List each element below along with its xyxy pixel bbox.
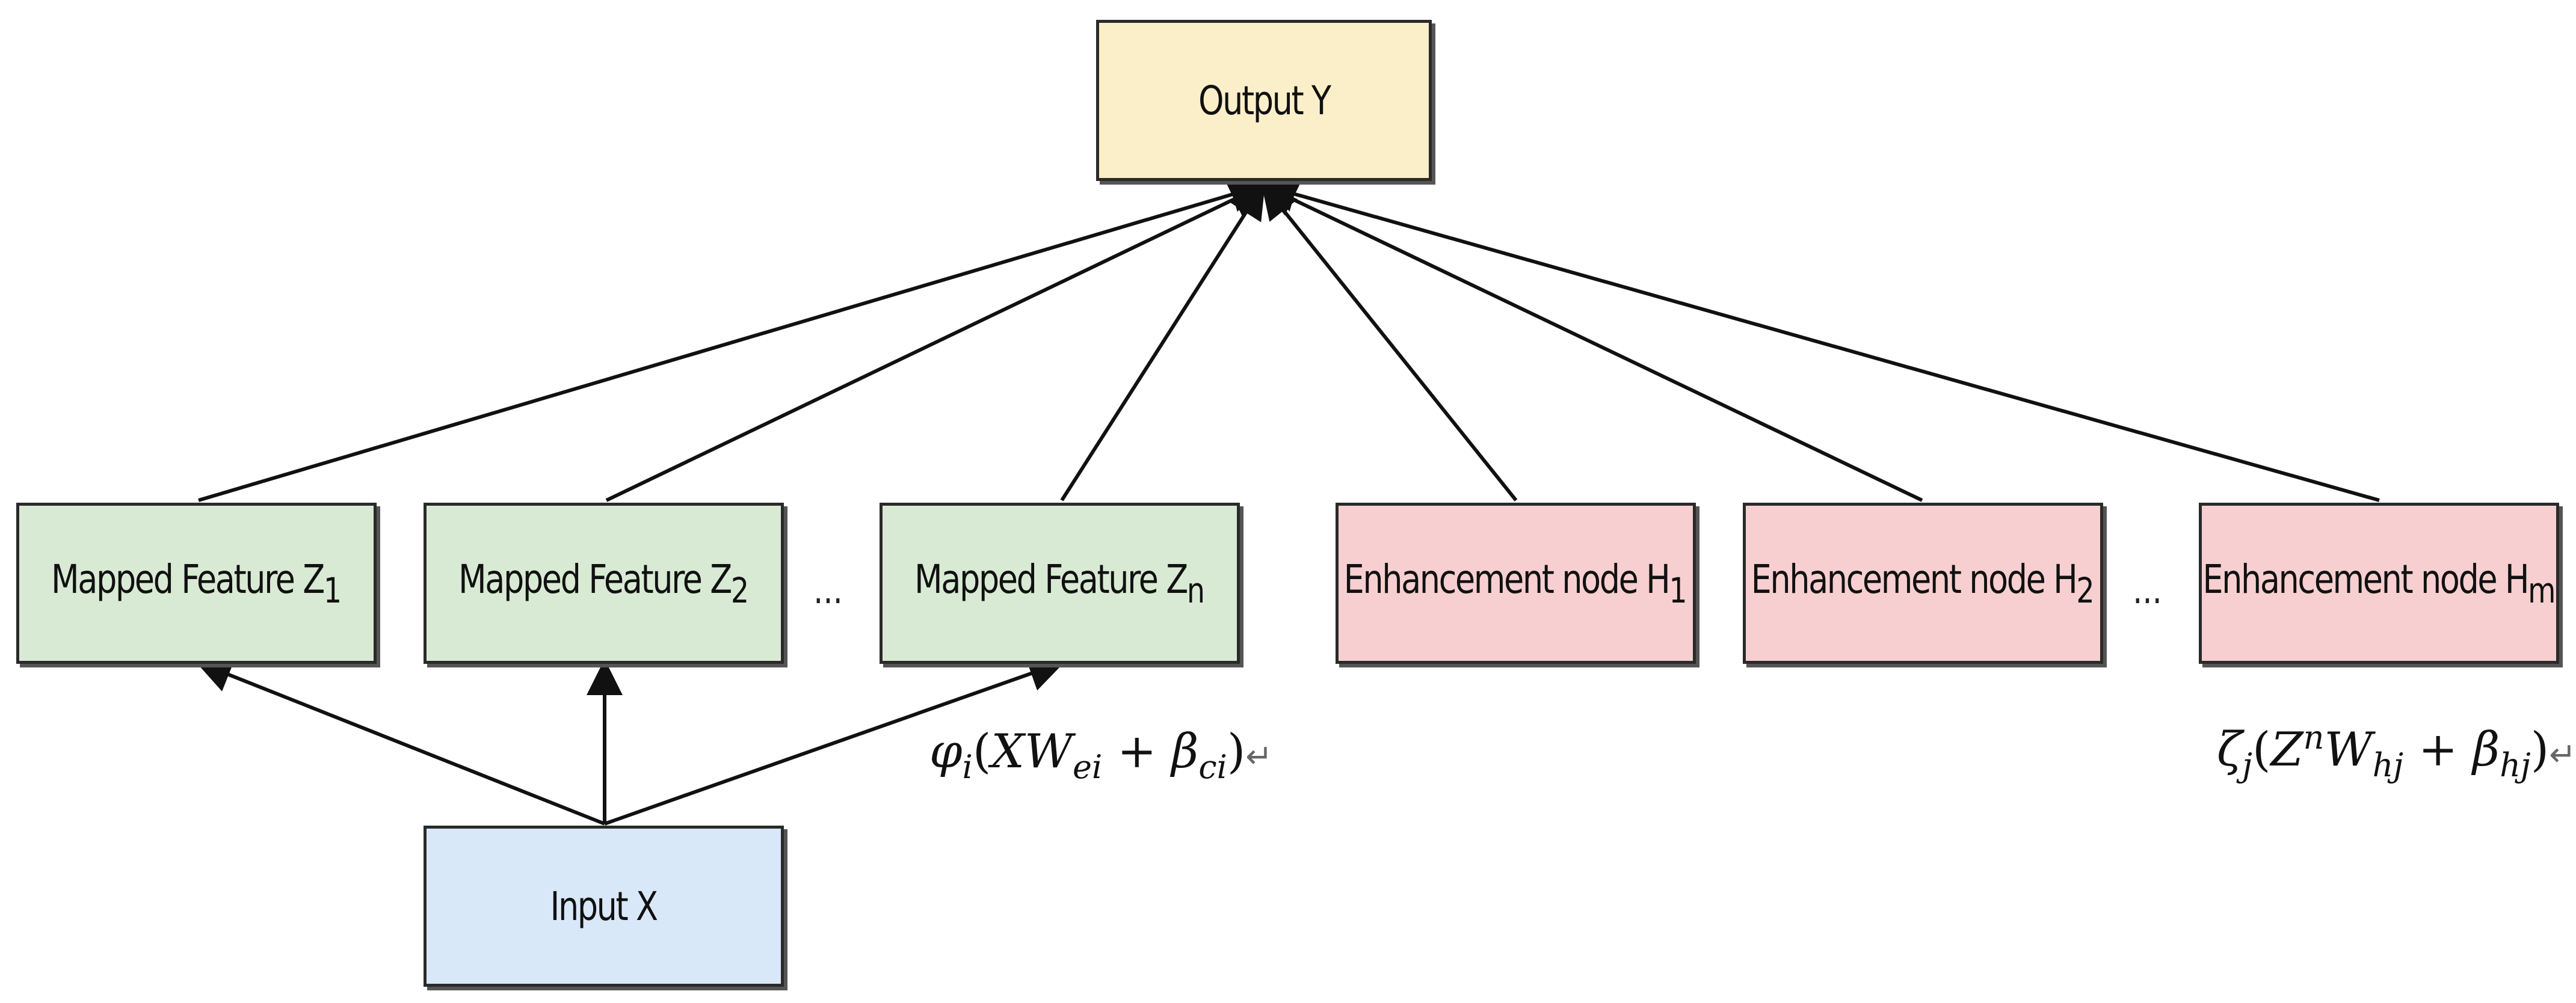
arrow-input-to-z1 <box>195 658 606 826</box>
mapped-feature-label: Mapped Feature Z <box>51 556 325 603</box>
arrow-input-to-zn <box>604 656 1065 826</box>
mapped-feature-node-n: Mapped Feature Zn <box>880 503 1240 664</box>
arrow-h1-to-output <box>1261 182 1518 502</box>
mapped-features-ellipsis: ... <box>813 568 843 613</box>
return-mark-icon: ↵ <box>2549 735 2576 773</box>
arrow-z1-to-output <box>198 177 1267 502</box>
enhancement-function-formula: ζj(ZnWhj + βhj)↵ <box>2217 719 2576 784</box>
enhancement-node-label: Enhancement node H <box>1343 556 1671 603</box>
mapped-feature-node-1: Mapped Feature Z1 <box>16 503 377 664</box>
mapped-feature-label: Mapped Feature Z <box>914 556 1188 603</box>
enhancement-node-m: Enhancement node Hm <box>2199 503 2559 664</box>
arrow-z2-to-output <box>605 183 1267 502</box>
enhancement-node-label: Enhancement node H <box>1751 556 2078 603</box>
arrow-h2-to-output <box>1260 183 1923 502</box>
input-x-node: Input X <box>424 826 784 987</box>
enhancement-node-subscript: m <box>2527 569 2556 611</box>
mapped-feature-node-2: Mapped Feature Z2 <box>424 503 784 664</box>
mapped-feature-label: Mapped Feature Z <box>458 556 732 603</box>
input-x-label: Input X <box>550 883 659 930</box>
output-y-label: Output Y <box>1198 77 1331 124</box>
mapped-feature-subscript: 2 <box>730 569 750 611</box>
enhancement-node-subscript: 1 <box>1669 569 1688 611</box>
return-mark-icon: ↵ <box>1245 737 1273 775</box>
mapping-function-formula: φi(XWei + βci)↵ <box>929 725 1273 786</box>
arrow-zn-to-output <box>1060 182 1266 502</box>
enhancement-nodes-ellipsis: ... <box>2133 568 2162 613</box>
enhancement-node-label: Enhancement node H <box>2202 556 2529 603</box>
arrow-hm-to-output <box>1260 176 2380 502</box>
mapped-feature-subscript: 1 <box>323 569 342 611</box>
mapped-feature-subscript: n <box>1186 569 1206 611</box>
enhancement-node-subscript: 2 <box>2076 569 2095 611</box>
enhancement-node-1: Enhancement node H1 <box>1336 503 1696 664</box>
output-y-node: Output Y <box>1096 20 1432 181</box>
enhancement-node-2: Enhancement node H2 <box>1743 503 2103 664</box>
